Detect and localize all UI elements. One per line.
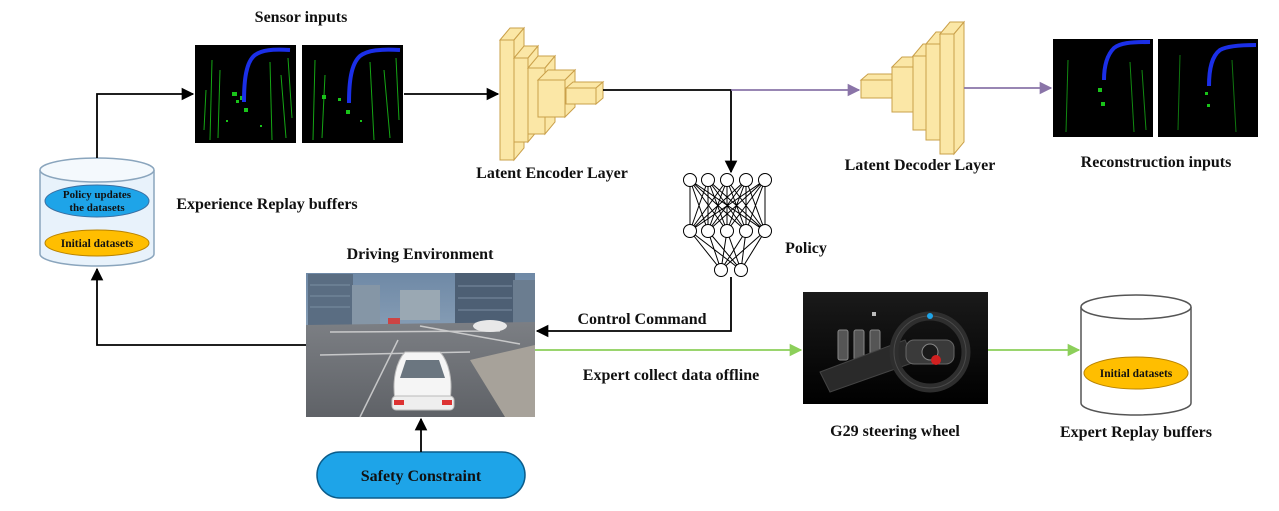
initial-datasets-ellipse (44, 229, 150, 257)
policy-label: Policy (785, 240, 827, 257)
initial-datasets-text: Initial datasets (61, 238, 134, 250)
expert-initial-datasets-text: Initial datasets (1100, 368, 1173, 380)
expert-replay-label: Expert Replay buffers (1060, 424, 1212, 441)
policy-updates-ellipse (44, 184, 150, 218)
driving-environment-image (306, 273, 535, 418)
expert-initial-datasets-ellipse (1083, 356, 1189, 390)
experience-replay-label: Experience Replay buffers (176, 196, 357, 213)
expert-replay-cylinder (1080, 294, 1192, 416)
arrow-control-command (535, 277, 732, 338)
latent-encoder-layer (498, 26, 605, 162)
latent-decoder-layer (859, 20, 966, 156)
driving-environment-label: Driving Environment (347, 246, 495, 263)
g29-wheel-image (803, 292, 988, 404)
latent-decoder-label: Latent Decoder Layer (845, 157, 996, 174)
policy-updates-line2: the datasets (69, 202, 125, 214)
reconstruction-image-2 (1158, 39, 1258, 137)
control-command-label: Control Command (577, 311, 706, 328)
g29-label: G29 steering wheel (830, 423, 960, 440)
expert-collect-label: Expert collect data offline (583, 367, 759, 384)
sensor-inputs-label: Sensor inputs (255, 9, 348, 26)
safety-constraint-label: Safety Constraint (361, 468, 482, 485)
arrow-buffer-to-sensor (96, 87, 195, 158)
reconstruction-inputs-label: Reconstruction inputs (1081, 154, 1232, 171)
latent-encoder-label: Latent Encoder Layer (476, 165, 628, 182)
reconstruction-image-1 (1053, 39, 1153, 137)
arrow-encoder-to-policy (603, 89, 738, 174)
policy-updates-line1: Policy updates (63, 189, 132, 201)
policy-network (683, 173, 772, 277)
arrow-env-to-buffer (90, 267, 306, 346)
sensor-image-2 (302, 45, 403, 143)
sensor-image-1 (195, 45, 296, 143)
